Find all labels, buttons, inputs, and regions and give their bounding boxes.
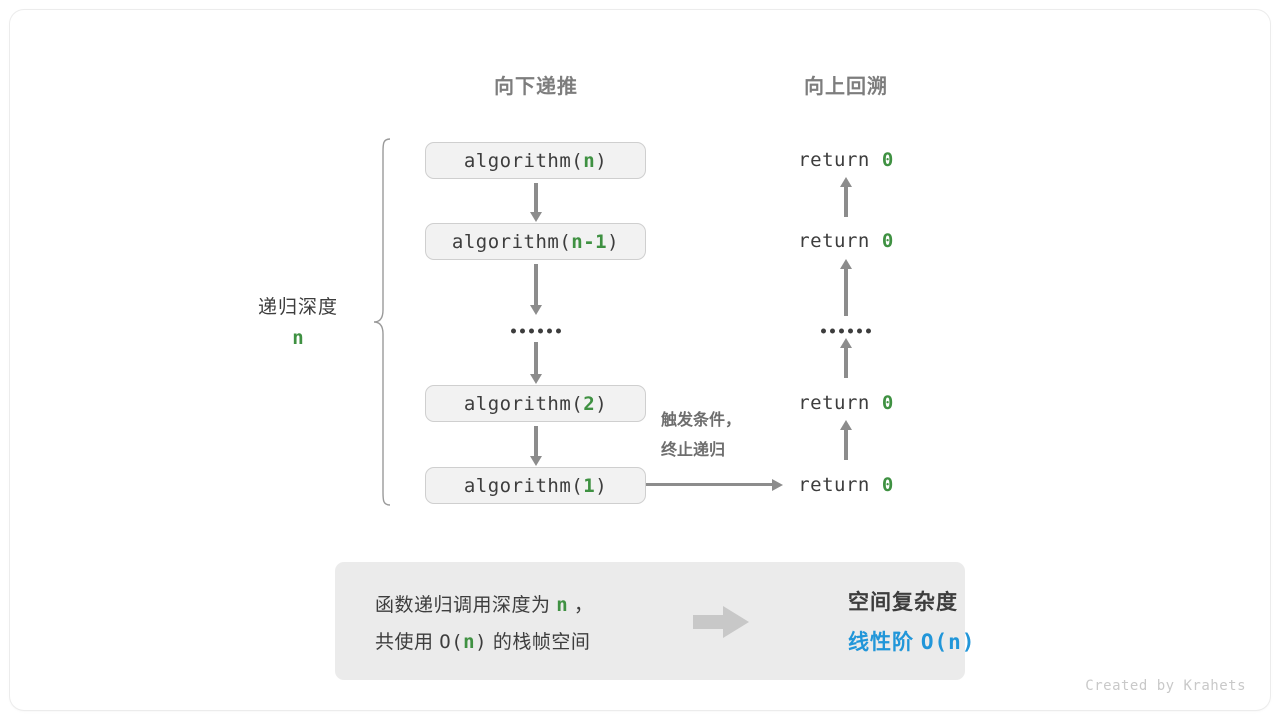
return-value: 0	[881, 392, 894, 414]
call-box-arg: n-1	[571, 230, 608, 253]
arrow-down-3-icon	[534, 342, 538, 375]
call-box-suffix: )	[607, 230, 620, 253]
call-box-prefix: algorithm(	[463, 392, 584, 415]
call-box-arg: 1	[583, 474, 596, 497]
summary-line-1: 函数递归调用深度为 n ，	[375, 587, 594, 624]
column-heading-backtrack-up: 向上回溯	[804, 76, 888, 98]
summary-line2-o-close: )	[475, 631, 488, 653]
summary-line2-n: n	[463, 631, 476, 653]
return-value: 0	[881, 230, 894, 252]
arrow-right-terminate-icon	[646, 483, 772, 486]
return-value: 0	[881, 149, 894, 171]
return-label-4: return 0	[798, 474, 894, 496]
call-box-2: algorithm(2)	[425, 385, 646, 422]
summary-left-text: 函数递归调用深度为 n ， 共使用 O(n) 的栈帧空间	[375, 587, 594, 661]
call-box-1: algorithm(1)	[425, 467, 646, 504]
call-box-suffix: )	[595, 392, 608, 415]
diagram-card: 向下递推 向上回溯 递归深度 n algorithm(n) algorithm(…	[10, 10, 1270, 710]
arrow-up-3-icon	[844, 347, 848, 378]
return-label-1: return 0	[798, 149, 894, 171]
block-arrow-right-icon	[693, 606, 749, 638]
terminate-note-line2: 终止递归	[661, 442, 726, 459]
summary-line1-b: ，	[568, 595, 594, 616]
call-box-n: algorithm(n)	[425, 142, 646, 179]
summary-line-2: 共使用 O(n) 的栈帧空间	[375, 624, 594, 661]
call-box-prefix: algorithm(	[451, 230, 572, 253]
arrow-down-2-icon	[534, 264, 538, 306]
recursion-depth-value: n	[292, 327, 304, 349]
complexity-title: 空间复杂度	[848, 591, 958, 614]
summary-line1-n: n	[556, 594, 569, 616]
ellipsis-left	[511, 328, 561, 334]
arrow-up-2-icon	[844, 268, 848, 316]
summary-right-text: 空间复杂度 线性阶 O(n)	[848, 586, 974, 656]
ellipsis-right	[821, 328, 871, 334]
recursion-depth-label: 递归深度 n	[258, 292, 338, 349]
call-box-prefix: algorithm(	[463, 474, 584, 497]
arrow-down-4-icon	[534, 426, 538, 457]
return-keyword: return	[798, 230, 882, 252]
summary-line2-b: 的栈帧空间	[487, 632, 591, 653]
arrow-down-1-icon	[534, 183, 538, 213]
complexity-value: 线性阶 O(n)	[848, 626, 974, 656]
terminate-note: 触发条件， 终止递归	[661, 406, 741, 466]
call-box-arg: 2	[583, 392, 596, 415]
return-label-3: return 0	[798, 392, 894, 414]
terminate-note-line1: 触发条件，	[661, 412, 742, 429]
recursion-depth-text: 递归深度	[257, 297, 339, 318]
column-heading-recurse-down: 向下递推	[494, 76, 578, 98]
arrow-up-4-icon	[844, 429, 848, 460]
complexity-value-notation: O(n)	[920, 630, 976, 654]
call-box-prefix: algorithm(	[463, 149, 584, 172]
curly-brace-icon	[373, 138, 391, 506]
call-box-suffix: )	[595, 474, 608, 497]
credit-text: Created by Krahets	[1085, 678, 1246, 694]
summary-line1-a: 函数递归调用深度为	[375, 595, 557, 616]
call-box-arg: n	[583, 149, 596, 172]
return-value: 0	[881, 474, 894, 496]
call-box-n-minus-1: algorithm(n-1)	[425, 223, 646, 260]
summary-panel: 函数递归调用深度为 n ， 共使用 O(n) 的栈帧空间 空间复杂度 线性阶 O…	[335, 562, 974, 680]
return-keyword: return	[798, 474, 882, 496]
call-box-suffix: )	[595, 149, 608, 172]
return-label-2: return 0	[798, 230, 894, 252]
return-keyword: return	[798, 392, 882, 414]
complexity-value-label: 线性阶	[848, 631, 921, 654]
summary-line2-o-open: O(	[439, 631, 464, 653]
arrow-up-1-icon	[844, 186, 848, 217]
return-keyword: return	[798, 149, 882, 171]
summary-line2-a: 共使用	[375, 632, 440, 653]
